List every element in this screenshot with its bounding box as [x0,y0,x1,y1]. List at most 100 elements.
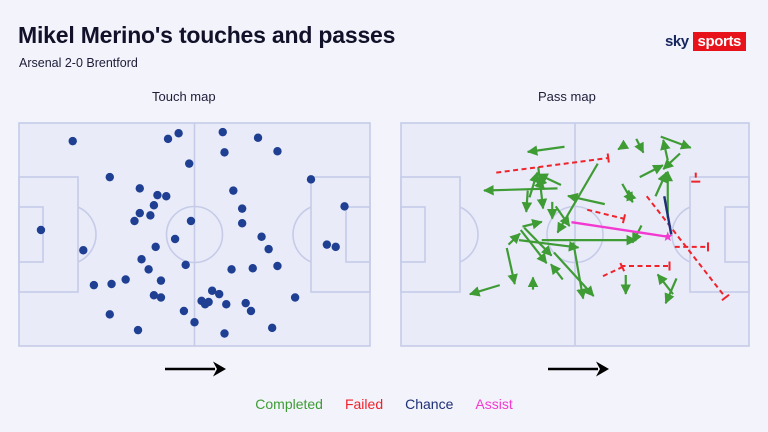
chance-pass-group [663,196,673,235]
completed-pass-line [660,135,692,150]
legend-item-chance: Chance [405,396,454,412]
touch-map-direction-arrow-icon [165,360,227,378]
logo-sky-text: sky [665,33,689,50]
touch-point [181,260,190,270]
touch-point [218,127,227,137]
touch-point [215,289,224,299]
touch-point [121,275,130,284]
touch-point [273,147,282,156]
completed-pass-line [572,242,587,300]
touch-point [170,234,180,244]
completed-pass-line [553,251,595,297]
failed-pass-group [496,153,730,302]
completed-pass-line [505,247,518,285]
touch-point [227,265,236,274]
touch-point [156,276,166,285]
completed-pass-line [526,145,565,156]
completed-pass-line [664,277,678,305]
failed-pass-line [587,208,625,220]
pitch-markings-touch [18,122,371,347]
completed-pass-line [567,192,605,206]
touch-point [253,133,263,142]
touch-point [340,202,349,211]
touch-point [156,293,166,302]
touch-point [107,279,116,289]
touch-point [185,159,194,168]
pass-map-caption: Pass map [538,89,596,104]
completed-pass-line [634,138,645,154]
touch-point [257,232,266,241]
touch-point [135,184,144,193]
touch-point [190,318,199,327]
assist-pass-line [571,220,668,238]
touch-point [174,129,183,138]
completed-pass-line [639,164,664,179]
touch-point [133,325,143,335]
completed-pass-line [626,189,637,202]
touch-point [153,190,162,200]
touch-point [229,186,238,195]
failed-pass-endbar [621,214,627,224]
sky-sports-logo: sky sports [665,32,746,51]
touch-point [241,298,250,308]
failed-pass-line [645,195,727,299]
touch-point [204,297,213,307]
pass-map-pitch [400,122,750,347]
completed-pass-line [631,224,643,244]
touch-point [186,216,196,226]
touch-point [222,300,231,309]
touch-point [144,265,153,274]
touch-point [264,244,273,254]
completed-pass-line [537,173,562,186]
completed-pass-line [532,176,546,190]
touch-point [237,219,247,228]
logo-sports-text: sports [692,32,746,51]
completed-pass-line [521,190,533,213]
legend-item-completed: Completed [255,396,323,412]
pass-map-direction-arrow-icon [548,360,610,378]
touch-point [105,310,114,319]
touch-point [149,201,159,210]
completed-pass-line [469,284,501,297]
touch-point [290,293,300,302]
page-title: Mikel Merino's touches and passes [18,22,396,48]
match-score-subtitle: Arsenal 2-0 Brentford [19,56,138,70]
failed-pass-line [602,266,623,278]
touch-point [237,204,247,213]
failed-pass-endbar [606,153,610,163]
completed-pass-line [550,263,564,281]
assist-star-icon [662,231,673,241]
completed-pass-line [518,239,580,252]
chance-pass-line [663,196,673,235]
touch-point [331,242,340,252]
touch-point [306,175,316,184]
touch-point [162,192,171,201]
completed-pass-line [519,229,548,264]
assist-pass-group [571,220,673,241]
legend-item-failed: Failed [344,396,384,412]
failed-pass-endbar [721,293,730,302]
touch-point [105,172,114,182]
completed-pass-line [617,139,630,151]
touch-dot-group [36,127,349,338]
legend-item-assist: Assist [475,396,513,412]
touch-point [220,148,229,157]
touch-point [149,291,159,300]
completed-pass-line [528,171,540,198]
touch-point [89,280,99,290]
touch-point [322,240,332,249]
touch-point [246,306,256,316]
pitch-markings-pass [400,122,750,347]
failed-pass-line [496,157,609,174]
completed-pass-line [507,232,521,246]
touch-point [273,261,282,271]
touch-map-svg [18,122,371,347]
completed-pass-line [660,139,671,161]
touch-point [267,323,277,333]
pass-map-svg [400,122,750,347]
touch-point [146,211,155,220]
completed-pass-line [483,184,558,196]
pass-map-legend: Completed Failed Chance Assist [0,396,768,412]
touch-point [36,225,46,235]
